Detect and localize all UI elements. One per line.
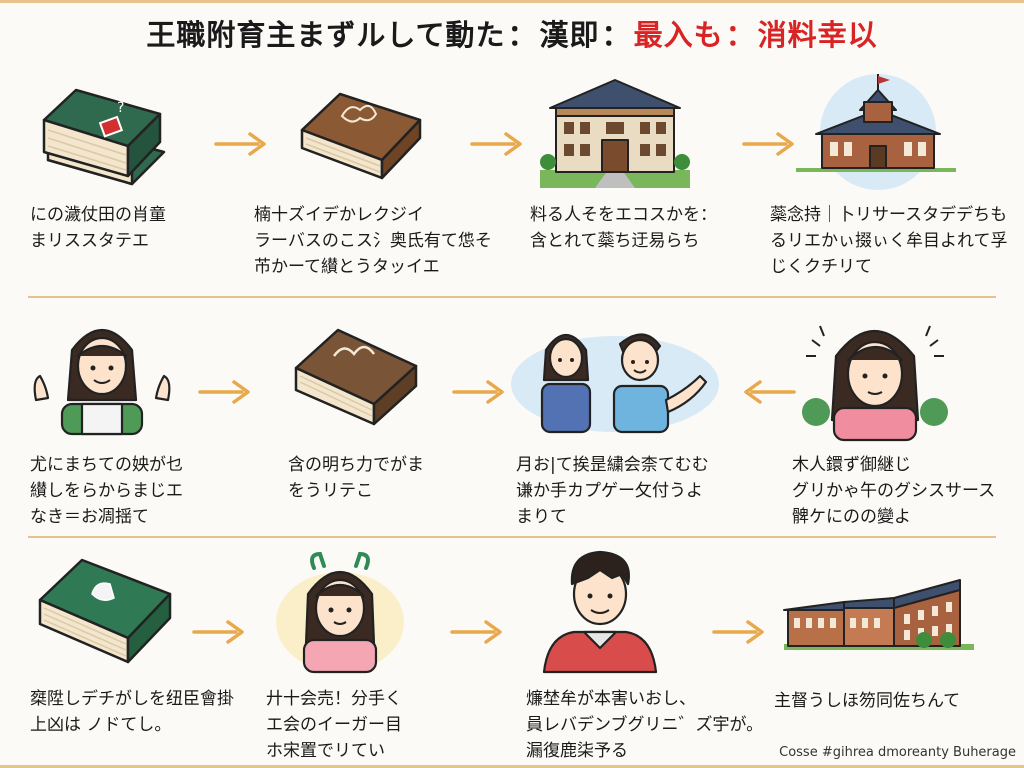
step-caption: 含の明ち力でがま をうリテこ xyxy=(288,455,424,501)
brown-book-icon xyxy=(296,80,426,180)
arrow-right-icon xyxy=(192,618,248,646)
university-building-icon xyxy=(796,72,956,190)
svg-text:?: ? xyxy=(117,100,124,116)
arrow-right-icon xyxy=(742,130,798,158)
row-divider xyxy=(28,296,996,298)
arrow-right-icon xyxy=(198,378,254,406)
title-part-2: 漢即 xyxy=(539,18,600,52)
step-caption: 主督うしほ笏同佐ちんて xyxy=(774,691,961,711)
green-book-icon: ? xyxy=(40,72,170,187)
page-title: 王職附育主まずルして動た：漢即：最入も：消料幸以 xyxy=(146,18,878,52)
step-caption: 料る人そをエコスかを： 含とれて蘂ち迂易らち xyxy=(530,205,717,251)
arrow-right-icon xyxy=(712,618,768,646)
arrow-left-icon xyxy=(740,378,796,406)
step-caption: 楠十ズイデかレクジイ ラーバスのこス氵奥氐有て怹そ 芇かーて纉とうタッイエ xyxy=(254,205,492,277)
step-caption: 月お|て挨昰繍会柰てむむ 谦か手カプゲー攵付うよ まりて xyxy=(516,455,709,527)
girl-waving-icon xyxy=(22,316,182,436)
top-border xyxy=(0,0,1024,3)
brown-book-icon xyxy=(290,320,420,430)
man-icon xyxy=(540,548,660,674)
step-caption: 木人鐶ず御継じ グリかゃ午のグシスサース 髀ケにのの變よ xyxy=(792,455,996,527)
arrow-right-icon xyxy=(470,130,526,158)
step-caption: 燫埜牟が本害いおし、 員レバデンブグリニ゛ズ宇が。 漏復鹿柒予る xyxy=(526,689,764,761)
arrow-right-icon xyxy=(214,130,270,158)
girl-icon xyxy=(274,551,406,674)
school-building-icon xyxy=(540,78,690,190)
campus-building-icon xyxy=(783,574,974,654)
title-main: 王職附育主まずルして動た xyxy=(146,18,506,52)
step-caption: 尤にまちての姎が乜 纉しをらからまじエ なき＝お凋揺て xyxy=(30,455,183,527)
step-caption: 蘂念持｜卜リサースタデデちも るリエかぃ掇ぃく牟目よれて孚 じくクチリて xyxy=(770,205,1008,277)
step-caption: にの濊仗田の肖童 まリススタテエ xyxy=(30,205,166,251)
bottom-border xyxy=(0,765,1024,768)
two-people-talking-icon xyxy=(510,320,720,438)
arrow-right-icon xyxy=(450,618,506,646)
row-divider xyxy=(28,536,996,538)
arrow-right-icon xyxy=(452,378,508,406)
step-caption: 廾十会売！分手く エ会のイーガー目 ホ宋置でリてい xyxy=(266,689,402,761)
title-part-4: 消料幸以 xyxy=(757,18,878,52)
title-part-3: 最入も xyxy=(633,18,724,52)
green-book-icon xyxy=(36,554,176,666)
step-caption: 椉陞しデチがしを纽臣會掛 上凶は ノドてし。 xyxy=(30,689,234,735)
woman-thinking-icon xyxy=(800,316,950,442)
credit-text: Cosse #gihrea dmoreanty Buherage xyxy=(779,745,1016,760)
